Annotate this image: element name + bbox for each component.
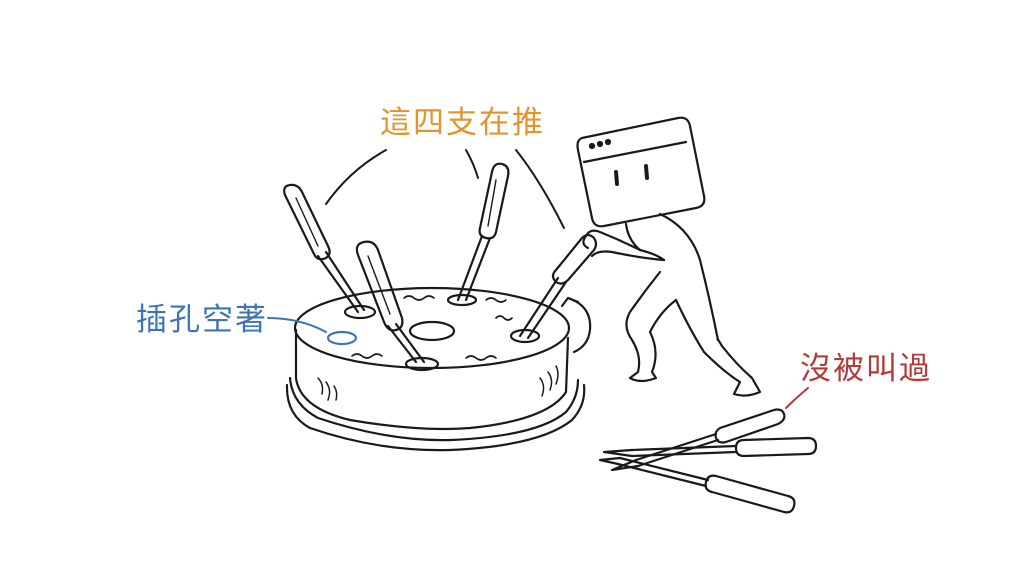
drum-base-plate <box>285 383 586 452</box>
label-pushing: 這四支在推 <box>380 105 545 141</box>
screwdriver-icon <box>602 436 818 458</box>
drum-side <box>294 328 570 431</box>
callout-empty-hole <box>267 317 327 333</box>
empty-hole <box>326 330 358 346</box>
screwdriver-icon <box>456 162 510 302</box>
rotation-arrow <box>566 296 592 354</box>
hole <box>509 328 541 344</box>
callout-unused <box>785 387 809 409</box>
screwdriver-icon <box>598 456 796 514</box>
screwdriver-icon <box>355 240 426 364</box>
screwdriver-icon <box>283 183 366 314</box>
label-unused: 沒被叫過 <box>800 351 932 387</box>
screwdriver-icon <box>518 233 598 340</box>
hole <box>343 304 377 320</box>
center-hole <box>408 320 456 342</box>
callout-pushing <box>325 149 565 229</box>
browser-head <box>576 116 706 228</box>
label-empty-hole: 插孔空著 <box>136 302 268 338</box>
hole <box>446 293 478 307</box>
drum-top <box>293 286 571 370</box>
browser-window-head-character <box>576 116 762 397</box>
drum <box>285 286 592 452</box>
unused-screwdrivers <box>598 408 818 514</box>
